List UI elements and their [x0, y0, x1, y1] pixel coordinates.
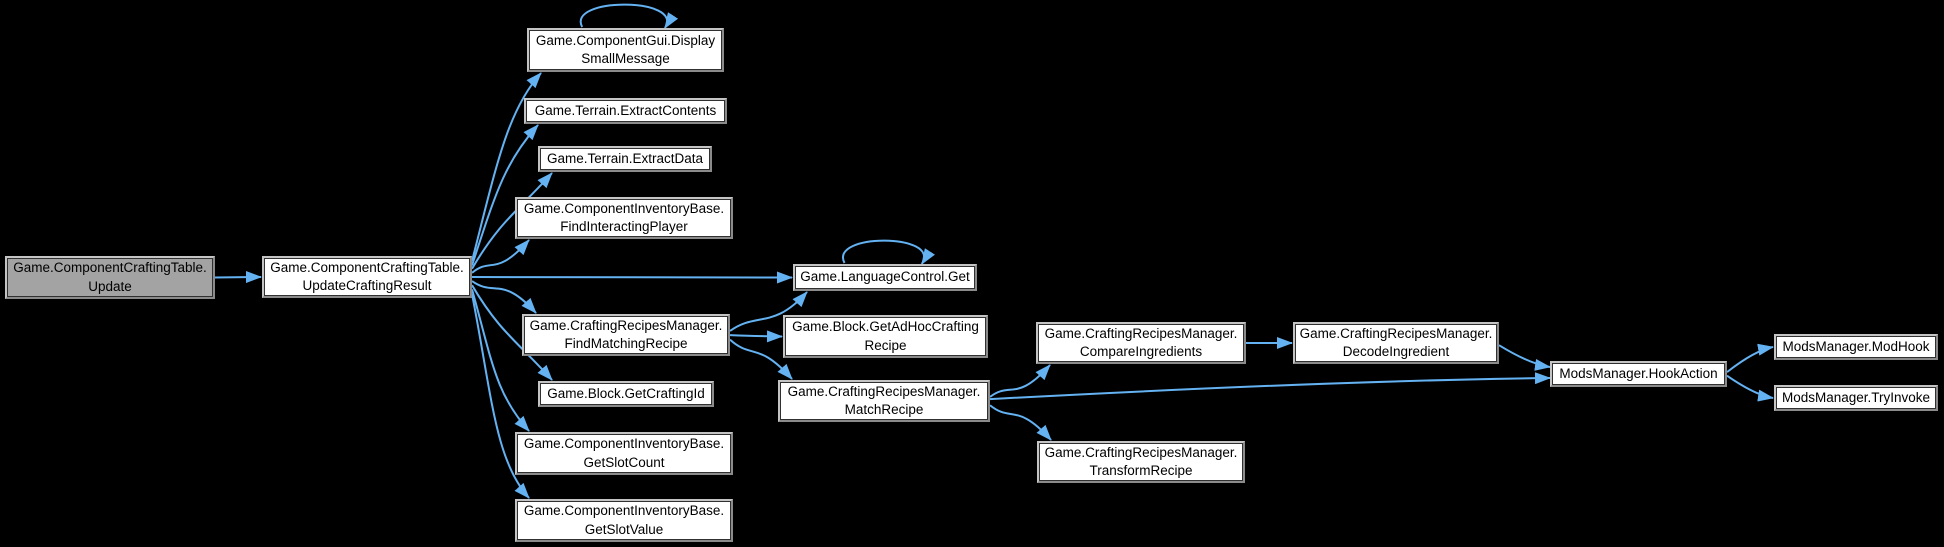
graph-node-label: Game.CraftingRecipesManager. FindMatchin…: [529, 317, 723, 352]
graph-node-label: Game.ComponentCraftingTable. Update: [13, 260, 207, 294]
graph-edge-hookAction-tryInvoke: [1726, 374, 1774, 402]
graph-node-displaySmallMessage[interactable]: Game.ComponentGui.Display SmallMessage: [527, 28, 724, 72]
graph-node-label: Game.CraftingRecipesManager. CompareIngr…: [1044, 325, 1238, 360]
graph-node-label: ModsManager.TryInvoke: [1781, 389, 1931, 405]
graph-node-label: Game.ComponentInventoryBase. GetSlotCoun…: [523, 436, 725, 470]
graph-node-extractData[interactable]: Game.Terrain.ExtractData: [538, 146, 712, 172]
graph-node-label: Game.ComponentInventoryBase. GetSlotValu…: [523, 503, 725, 537]
graph-edge-hookAction-modHook: [1726, 343, 1774, 373]
graph-edge-matchRecipe-transformRecipe: [989, 404, 1052, 441]
graph-node-updateCraftingResult[interactable]: Game.ComponentCraftingTable. UpdateCraft…: [262, 256, 472, 298]
graph-node-label: ModsManager.HookAction: [1559, 365, 1718, 381]
graph-edge-updateCraftingResult-findMatchingRecipe: [471, 280, 537, 314]
graph-edge-findMatchingRecipe-matchRecipe: [729, 338, 793, 380]
graph-edge-updateCraftingResult-getSlotCount: [471, 289, 530, 432]
graph-node-label: Game.Block.GetAdHocCrafting Recipe: [792, 319, 979, 353]
graph-node-extractContents[interactable]: Game.Terrain.ExtractContents: [524, 98, 727, 124]
graph-node-findInteractingPlayer[interactable]: Game.ComponentInventoryBase. FindInterac…: [515, 197, 733, 239]
graph-node-getCraftingId[interactable]: Game.Block.GetCraftingId: [538, 381, 714, 407]
graph-node-label: Game.ComponentCraftingTable. UpdateCraft…: [270, 259, 464, 294]
graph-node-matchRecipe[interactable]: Game.CraftingRecipesManager. MatchRecipe: [778, 380, 990, 422]
graph-node-label: Game.LanguageControl.Get: [800, 269, 970, 285]
graph-node-modHook[interactable]: ModsManager.ModHook: [1774, 334, 1938, 360]
graph-node-compareIngredients[interactable]: Game.CraftingRecipesManager. CompareIngr…: [1036, 322, 1246, 364]
graph-edge-updateCraftingResult-displaySmallMessage: [471, 72, 542, 262]
graph-edge-findMatchingRecipe-getAdHocCraftingRecipe: [729, 330, 783, 343]
graph-node-getAdHocCraftingRecipe[interactable]: Game.Block.GetAdHocCrafting Recipe: [783, 315, 988, 358]
graph-node-update: Game.ComponentCraftingTable. Update: [5, 256, 215, 299]
graph-edge-updateCraftingResult-extractData: [471, 172, 553, 270]
graph-edge-updateCraftingResult-getCraftingId: [471, 284, 553, 381]
graph-node-getSlotCount[interactable]: Game.ComponentInventoryBase. GetSlotCoun…: [515, 432, 733, 475]
graph-node-languageControlGet[interactable]: Game.LanguageControl.Get: [793, 264, 977, 291]
graph-edge-matchRecipe-hookAction: [989, 372, 1551, 401]
graph-node-transformRecipe[interactable]: Game.CraftingRecipesManager. TransformRe…: [1037, 441, 1245, 483]
graph-node-label: Game.CraftingRecipesManager. TransformRe…: [1044, 444, 1238, 479]
graph-node-decodeIngredient[interactable]: Game.CraftingRecipesManager. DecodeIngre…: [1293, 322, 1499, 364]
graph-edge-matchRecipe-compareIngredients: [989, 364, 1051, 398]
graph-node-label: Game.ComponentInventoryBase. FindInterac…: [523, 200, 725, 235]
graph-node-findMatchingRecipe[interactable]: Game.CraftingRecipesManager. FindMatchin…: [522, 314, 730, 356]
graph-node-label: Game.CraftingRecipesManager. DecodeIngre…: [1299, 325, 1493, 360]
graph-edge-decodeIngredient-hookAction: [1498, 344, 1551, 371]
graph-node-label: Game.Block.GetCraftingId: [547, 385, 705, 401]
graph-edge-updateCraftingResult-extractContents: [471, 124, 539, 266]
graph-node-hookAction[interactable]: ModsManager.HookAction: [1550, 361, 1727, 387]
graph-node-label: Game.ComponentGui.Display SmallMessage: [535, 32, 716, 67]
graph-edge-updateCraftingResult-findInteractingPlayer: [471, 239, 530, 274]
graph-edge-displaySmallMessage-self: [579, 3, 679, 29]
graph-node-label: Game.Terrain.ExtractContents: [534, 102, 717, 118]
graph-edge-findMatchingRecipe-languageControlGet: [729, 291, 808, 332]
graph-node-label: Game.CraftingRecipesManager. MatchRecipe: [787, 383, 981, 418]
graph-node-label: Game.Terrain.ExtractData: [546, 150, 704, 166]
graph-node-label: ModsManager.ModHook: [1782, 338, 1930, 354]
graph-edge-languageControlGet-self: [842, 239, 935, 265]
graph-node-getSlotValue[interactable]: Game.ComponentInventoryBase. GetSlotValu…: [515, 499, 733, 542]
graph-edge-updateCraftingResult-getSlotValue: [471, 293, 530, 499]
graph-node-tryInvoke[interactable]: ModsManager.TryInvoke: [1774, 385, 1938, 411]
